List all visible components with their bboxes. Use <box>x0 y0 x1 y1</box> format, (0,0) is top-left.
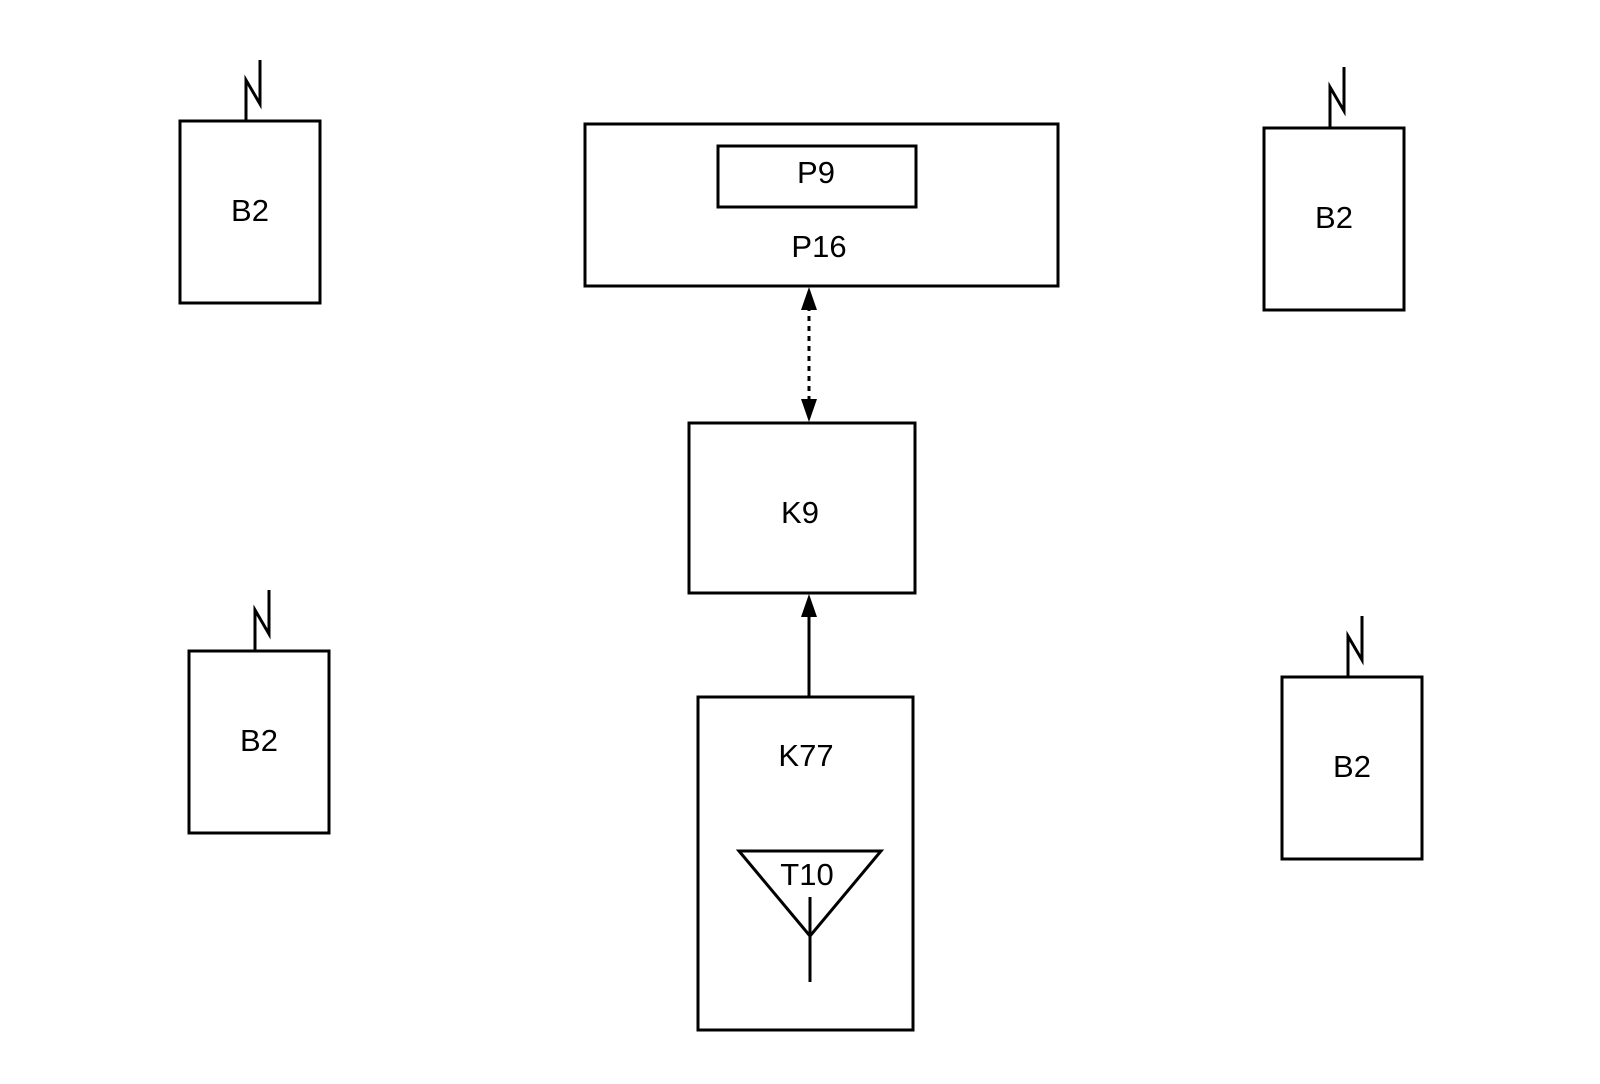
arrow-down-icon <box>801 399 817 422</box>
sensor-label: B2 <box>231 193 269 228</box>
antenna-symbol-icon <box>1328 67 1346 128</box>
controller-k9: K9 <box>687 421 917 595</box>
module-p9-box <box>716 144 918 209</box>
sensor-box <box>178 119 322 305</box>
sensor-b2-top-left: B2 <box>178 60 322 305</box>
receiver-k77-label: K77 <box>778 738 833 773</box>
antenna-symbol-icon <box>244 60 262 121</box>
sensor-box <box>1280 675 1424 861</box>
controller-k9-box <box>687 421 917 595</box>
link-k77-k9 <box>801 594 817 697</box>
sensor-label: B2 <box>1315 200 1353 235</box>
arrow-up-icon <box>801 594 817 617</box>
module-p16: P9 P16 <box>583 122 1060 288</box>
link-k9-p16 <box>801 287 817 422</box>
antenna-t10-label: T10 <box>780 857 833 892</box>
sensor-b2-top-right: B2 <box>1262 67 1406 312</box>
module-p16-label: P16 <box>791 229 846 264</box>
sensor-b2-bottom-left: B2 <box>187 590 331 835</box>
sensor-b2-bottom-right: B2 <box>1280 616 1424 861</box>
antenna-triangle-icon <box>735 849 885 939</box>
antenna-symbol-icon <box>253 590 271 651</box>
receiver-k77-box <box>696 695 915 1032</box>
controller-k9-label: K9 <box>781 495 819 530</box>
antenna-symbol-icon <box>1346 616 1364 677</box>
arrow-up-icon <box>801 287 817 310</box>
sensor-label: B2 <box>240 723 278 758</box>
receiver-k77: K77 T10 <box>696 695 915 1032</box>
sensor-label: B2 <box>1333 749 1371 784</box>
module-p9-label: P9 <box>797 155 835 190</box>
sensor-box <box>1262 126 1406 312</box>
sensor-box <box>187 649 331 835</box>
